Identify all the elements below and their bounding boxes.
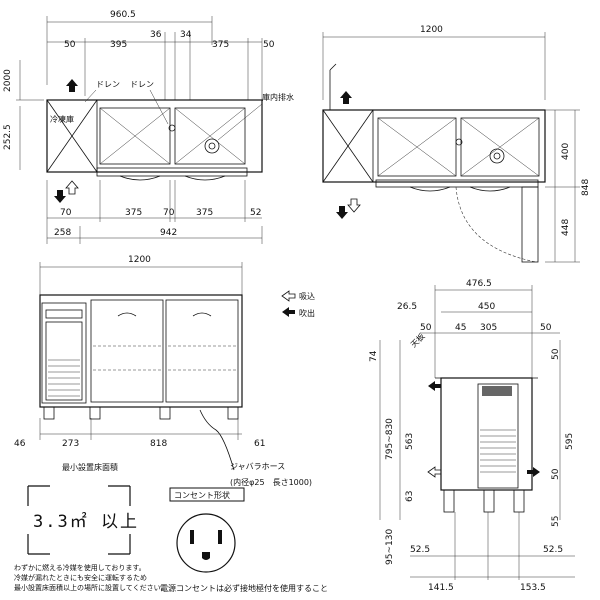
- grille: [48, 359, 80, 397]
- dim-563: 563: [405, 433, 415, 450]
- dim-26: 26.5: [397, 302, 417, 312]
- floor-value: 3.3㎡ 以上: [33, 512, 139, 532]
- label-top-plate: 天板: [408, 331, 426, 349]
- dim-63: 63: [405, 491, 415, 502]
- floor-area-box: 最小設置床面積 3.3㎡ 以上 わずかに燃える冷媒を使用しております。 冷媒が漏…: [14, 462, 168, 592]
- exhaust-down-icon-2: [336, 206, 348, 219]
- fseg-273: 273: [62, 439, 79, 449]
- dim-450: 450: [478, 302, 495, 312]
- legend: 吸込 吹出: [281, 290, 315, 318]
- dim-476: 476.5: [466, 279, 492, 289]
- seg-375: 375: [212, 40, 229, 50]
- side-exhaust-icon: [428, 381, 441, 391]
- dim-55: 55: [551, 516, 561, 527]
- fseg-46: 46: [14, 439, 26, 449]
- exhaust-up-icon: [340, 91, 352, 104]
- floor-title: 最小設置床面積: [62, 462, 118, 472]
- exhaust-arrow-icon: [66, 79, 78, 92]
- label-drain-1: ドレン: [96, 80, 120, 89]
- dim-52a: 52.5: [410, 545, 430, 555]
- floor-note-3: 最小設置床面積以上の場所に設置してください。: [14, 583, 168, 592]
- fseg-61: 61: [254, 439, 265, 449]
- fseg-818: 818: [150, 439, 167, 449]
- legend-intake: 吸込: [299, 292, 315, 301]
- bseg-375b: 375: [196, 208, 213, 218]
- dim-448: 448: [561, 219, 571, 236]
- front-view: 1200 46 273 818 61: [14, 255, 312, 487]
- hose-label: ジャバラホース: [230, 462, 285, 471]
- intake-down-icon: [347, 198, 361, 213]
- outlet-title: コンセント形状: [174, 490, 230, 500]
- floor-note-1: わずかに燃える冷媒を使用しております。: [14, 563, 146, 572]
- dim-795: 795~830: [385, 418, 395, 460]
- seg-395: 395: [110, 40, 127, 50]
- bseg-375a: 375: [125, 208, 142, 218]
- legend-exhaust: 吹出: [299, 308, 315, 318]
- dim-1200-top: 1200: [420, 25, 443, 35]
- seg-50a: 50: [64, 40, 76, 50]
- floor-note-2: 冷媒が漏れたときにも安全に運転するため: [14, 573, 147, 582]
- dim-50a: 50: [420, 323, 432, 333]
- plan-view-right: 1200 400 848 448: [322, 25, 591, 263]
- label-freezer: 冷凍庫: [50, 114, 74, 124]
- dim-95: 95~130: [385, 529, 395, 565]
- dim-960: 960.5: [110, 10, 136, 20]
- dim-74: 74: [369, 350, 379, 362]
- dim-45: 45: [455, 323, 466, 333]
- outlet-caption: 電源コンセントは必ず接地極付を使用すること: [160, 583, 328, 593]
- dim-50b: 50: [540, 323, 552, 333]
- plan-view-left: 960.5 50 395 36 34 375 50 2000 252.5: [3, 10, 294, 244]
- dim-v50: 50: [551, 348, 561, 360]
- exhaust-down-icon: [54, 190, 66, 203]
- label-inner-drain: 庫内排水: [262, 92, 294, 102]
- dim-252: 252.5: [3, 124, 13, 150]
- hose-spec: (内径φ25 長さ1000): [230, 477, 312, 487]
- bseg-70a: 70: [60, 208, 72, 218]
- dim-400: 400: [561, 143, 571, 160]
- dim-1200-front: 1200: [128, 255, 151, 265]
- dim-v50b: 50: [551, 468, 561, 480]
- bseg-258: 258: [54, 228, 71, 238]
- side-grille: [480, 429, 516, 473]
- intake-arrow-icon: [65, 180, 79, 195]
- seg-50b: 50: [263, 40, 275, 50]
- dim-595: 595: [565, 433, 575, 450]
- seg-36: 36: [150, 30, 162, 40]
- outlet-icon: [176, 513, 236, 573]
- bseg-942: 942: [160, 228, 177, 238]
- dim-141: 141.5: [428, 583, 454, 593]
- label-drain-2: ドレン: [130, 80, 154, 89]
- dim-52b: 52.5: [543, 545, 563, 555]
- dim-848: 848: [581, 179, 591, 196]
- dim-2000: 2000: [3, 69, 13, 92]
- side-view: 476.5 450 26.5 50 45 305 50 天板: [369, 279, 575, 593]
- side-intake-icon: [427, 466, 442, 478]
- dim-305: 305: [480, 323, 497, 333]
- bseg-52: 52: [250, 208, 261, 218]
- side-exhaust-right-icon: [527, 467, 540, 477]
- seg-34: 34: [180, 30, 192, 40]
- exhaust-legend-icon: [282, 307, 295, 317]
- bseg-70b: 70: [163, 208, 175, 218]
- dim-153: 153.5: [520, 583, 546, 593]
- outlet-diagram: コンセント形状 電源コンセントは必ず接地極付を使用すること: [160, 487, 328, 593]
- intake-legend-icon: [281, 290, 296, 302]
